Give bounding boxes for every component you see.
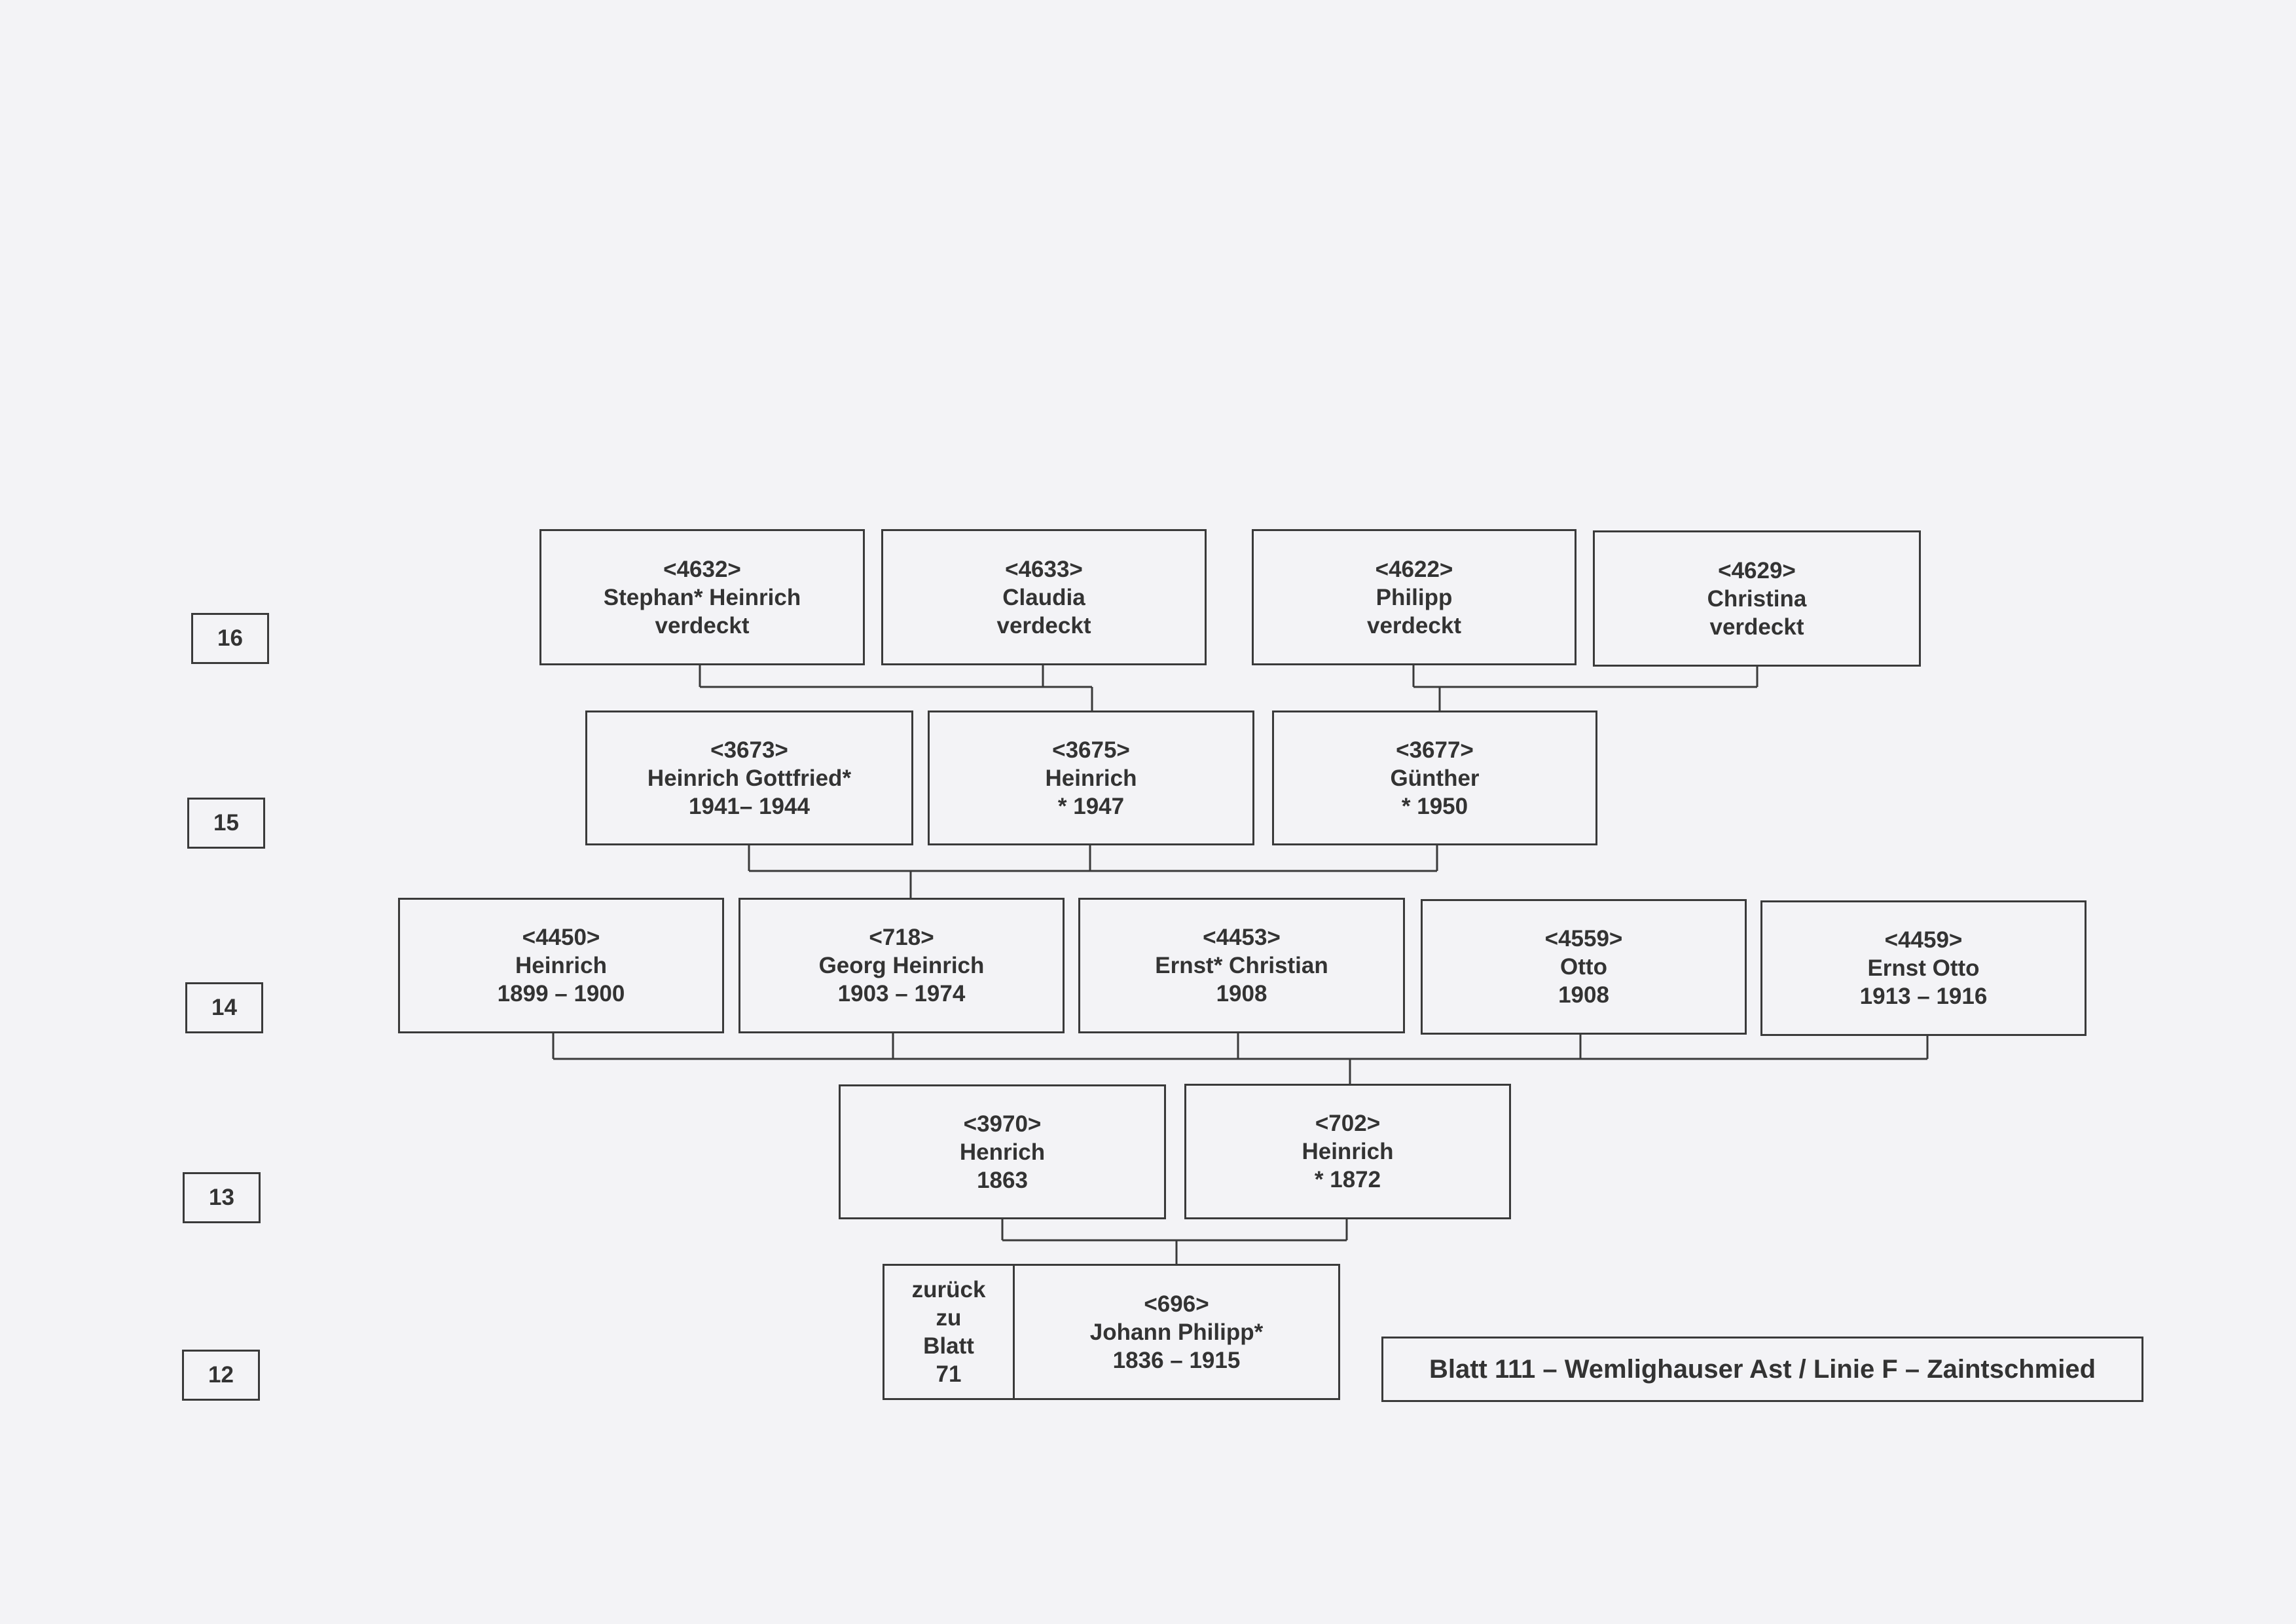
person-box-4632[interactable]: <4632> Stephan* Heinrich verdeckt [539, 529, 865, 665]
person-name: Henrich [959, 1139, 1046, 1165]
sheet-title: Blatt 111 – Wemlighauser Ast / Linie F –… [1429, 1354, 2096, 1384]
person-name: Heinrich [1302, 1139, 1394, 1164]
generation-number: 15 [213, 810, 239, 836]
person-name: Philipp [1376, 584, 1453, 610]
person-name: Stephan* Heinrich [603, 584, 801, 610]
person-box-3970[interactable]: <3970> Henrich 1863 [839, 1084, 1166, 1219]
person-box-3675[interactable]: <3675> Heinrich * 1947 [928, 710, 1254, 845]
person-name: Ernst* Christian [1155, 953, 1328, 978]
person-id: <4450> [522, 925, 600, 950]
person-box-4459[interactable]: <4459> Ernst Otto 1913 – 1916 [1760, 900, 2086, 1036]
person-dates: 1863 [977, 1167, 1028, 1193]
sheet-title-box: Blatt 111 – Wemlighauser Ast / Linie F –… [1381, 1337, 2143, 1402]
generation-label-15: 15 [187, 798, 265, 849]
person-dates: 1836 – 1915 [1112, 1347, 1241, 1373]
person-name: Heinrich [1045, 765, 1137, 791]
person-name: Heinrich Gottfried* [647, 765, 852, 791]
person-id: <696> [1144, 1291, 1209, 1317]
back-link-line-4: 71 [936, 1361, 962, 1387]
person-dates: 1908 [1216, 981, 1267, 1006]
person-dates: 1899 – 1900 [497, 981, 625, 1006]
generation-label-14: 14 [185, 982, 263, 1033]
person-id: <4632> [663, 556, 741, 582]
back-link-line-1: zurück [911, 1277, 986, 1302]
person-box-4453[interactable]: <4453> Ernst* Christian 1908 [1078, 898, 1405, 1033]
back-to-sheet-71-link[interactable]: zurück zu Blatt 71 [883, 1264, 1015, 1400]
person-box-3673[interactable]: <3673> Heinrich Gottfried* 1941– 1944 [585, 710, 913, 845]
back-link-line-3: Blatt [923, 1333, 974, 1359]
person-box-3677[interactable]: <3677> Günther * 1950 [1272, 710, 1597, 845]
generation-label-16: 16 [191, 613, 269, 664]
person-id: <718> [869, 925, 934, 950]
generation-number: 14 [211, 995, 237, 1020]
person-name: Heinrich [515, 953, 608, 978]
person-name: Johann Philipp* [1089, 1319, 1264, 1345]
person-box-4633[interactable]: <4633> Claudia verdeckt [881, 529, 1207, 665]
person-dates: * 1950 [1401, 793, 1468, 819]
generation-number: 13 [209, 1185, 234, 1210]
person-id: <4453> [1203, 925, 1281, 950]
person-name: Günther [1390, 765, 1480, 791]
generation-label-13: 13 [183, 1172, 261, 1223]
person-name: Claudia [1002, 584, 1085, 610]
person-id: <3675> [1052, 737, 1130, 763]
person-name: Georg Heinrich [818, 953, 985, 978]
person-dates: verdeckt [1367, 612, 1461, 638]
person-box-4450[interactable]: <4450> Heinrich 1899 – 1900 [398, 898, 724, 1033]
person-id: <3970> [963, 1111, 1042, 1137]
person-id: <702> [1315, 1111, 1381, 1136]
person-dates: 1908 [1558, 982, 1609, 1008]
person-box-4629[interactable]: <4629> Christina verdeckt [1593, 530, 1921, 667]
generation-number: 12 [208, 1362, 234, 1388]
person-dates: * 1872 [1314, 1167, 1381, 1192]
person-dates: verdeckt [996, 612, 1091, 638]
person-dates: 1903 – 1974 [837, 981, 966, 1006]
person-dates: 1913 – 1916 [1859, 984, 1988, 1009]
person-box-4559[interactable]: <4559> Otto 1908 [1421, 899, 1747, 1035]
person-box-718[interactable]: <718> Georg Heinrich 1903 – 1974 [738, 898, 1065, 1033]
person-box-696[interactable]: <696> Johann Philipp* 1836 – 1915 [1013, 1264, 1340, 1400]
person-box-702[interactable]: <702> Heinrich * 1872 [1184, 1084, 1511, 1219]
person-name: Otto [1560, 954, 1607, 980]
person-name: Christina [1707, 585, 1807, 612]
person-dates: 1941– 1944 [689, 793, 810, 819]
back-link-line-2: zu [936, 1305, 962, 1331]
person-id: <3673> [710, 737, 788, 763]
generation-number: 16 [217, 625, 243, 651]
person-box-4622[interactable]: <4622> Philipp verdeckt [1252, 529, 1576, 665]
person-id: <3677> [1396, 737, 1474, 763]
person-id: <4559> [1544, 926, 1623, 951]
person-id: <4622> [1375, 556, 1453, 582]
generation-label-12: 12 [182, 1350, 260, 1401]
person-id: <4459> [1884, 927, 1963, 953]
person-dates: verdeckt [655, 612, 750, 638]
person-id: <4629> [1718, 557, 1796, 583]
person-dates: verdeckt [1709, 614, 1804, 640]
person-id: <4633> [1005, 556, 1083, 582]
person-name: Ernst Otto [1867, 955, 1980, 981]
person-dates: * 1947 [1057, 793, 1125, 819]
